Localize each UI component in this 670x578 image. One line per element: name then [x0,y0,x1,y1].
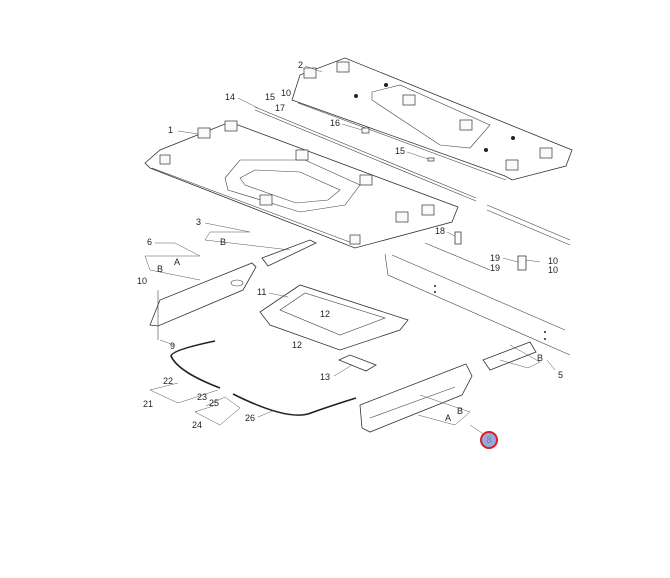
callout-label: 26 [245,413,255,423]
callout-label: 1 [168,125,173,135]
callout-label: 15 [265,92,275,102]
callout-label: 12 [320,309,330,319]
callout-label: 16 [330,118,340,128]
callout-label: 15 [395,146,405,156]
callout-label: 2 [298,60,303,70]
part-trim-3[interactable] [261,239,317,267]
part-trim-5[interactable] [482,341,537,371]
rail-line [486,204,571,241]
part-body-panel [384,253,571,356]
callout-label: 19 [490,253,500,263]
callout-label: 10 [548,256,558,266]
callout-label: 25 [209,398,219,408]
callout-label: 10 [137,276,147,286]
callout-label: 6 [147,237,152,247]
part-clip-small[interactable] [427,157,435,162]
callout-label: 17 [275,103,285,113]
callout-label: 11 [257,287,266,297]
callout-label: 24 [192,420,202,430]
callout-label-highlighted: 8 [486,435,491,445]
callout-label: B [537,353,543,363]
callout-label: 3 [196,217,201,227]
part-trim-8[interactable] [359,363,473,433]
callout-label: 23 [197,392,207,402]
callout-label: 5 [558,370,563,380]
callout-label: 13 [320,372,330,382]
callout-label: A [445,413,451,423]
leader-lines [144,65,556,436]
part-clip[interactable] [361,127,370,134]
part-switch-plate[interactable] [337,354,377,372]
part-weatherstrip-21[interactable] [170,340,221,389]
part-weatherstrip-24[interactable] [232,393,357,416]
callout-label: 21 [143,399,153,409]
callout-label: B [457,406,463,416]
callout-label: 10 [548,265,558,275]
callout-label: A [174,257,180,267]
callout-label: 14 [225,92,235,102]
callout-label: 18 [435,226,445,236]
callout-label: 22 [163,376,173,386]
rail-line [424,242,491,271]
callout-label: 12 [292,340,302,350]
callout-label: 10 [281,88,291,98]
part-bracket-19[interactable] [517,255,527,271]
part-console-tray[interactable] [259,284,409,351]
part-strip[interactable] [254,106,477,202]
part-trim-6[interactable] [149,262,257,340]
highlighted-callout-8[interactable]: 8 [480,431,498,449]
part-bracket[interactable] [454,231,462,245]
callout-label: B [220,237,226,247]
callout-label: B [157,264,163,274]
rail-line [486,209,571,246]
callout-label: 9 [170,341,175,351]
part-front-headliner[interactable] [144,120,459,249]
callout-label: 19 [490,263,500,273]
